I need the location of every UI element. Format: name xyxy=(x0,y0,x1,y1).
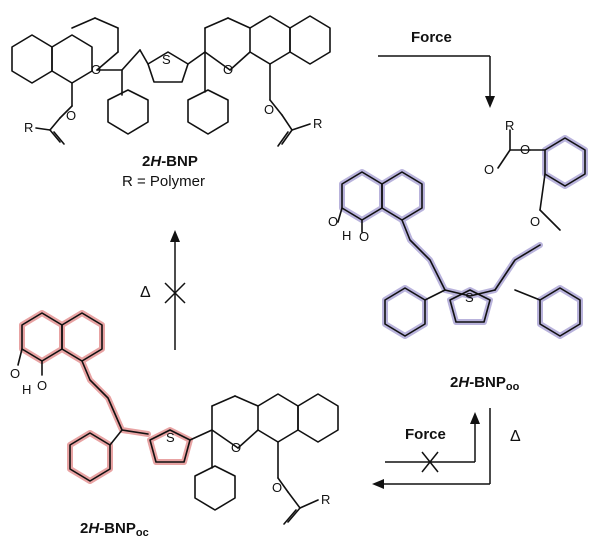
atom-label-o-oo-left: O xyxy=(328,214,339,229)
r-definition-label: R = Polymer xyxy=(122,173,205,190)
atom-label-r-oc: R xyxy=(321,492,331,507)
atom-label-o-oc-ester: O xyxy=(272,480,283,495)
force-label-top: Force xyxy=(411,29,452,46)
compound-label-2h-bnp: 2H-BNP xyxy=(142,153,198,170)
atom-label-o-top-ester-right: O xyxy=(264,102,275,117)
molecule-2h-bnp-oc xyxy=(17,310,339,525)
arrow-delta-right xyxy=(372,408,491,489)
atom-label-s-top: S xyxy=(162,52,171,67)
atom-label-s-oc: S xyxy=(166,430,175,445)
atom-label-s-oo: S xyxy=(465,290,474,305)
compound-label-2h-bnp-oc: 2H-BNPoc xyxy=(80,520,149,539)
atom-label-o-oc-pyran: O xyxy=(231,440,242,455)
atom-label-h-oo-left: H xyxy=(342,228,352,243)
atom-label-r-top-left: R xyxy=(24,120,34,135)
arrow-delta-left xyxy=(164,230,186,350)
force-label-bottom: Force xyxy=(405,426,446,443)
atom-label-o-oo-carbonyl: O xyxy=(359,229,370,244)
arrow-force-bottom-blocked xyxy=(385,412,480,473)
atom-label-o-oo-ester-1: O xyxy=(484,162,495,177)
atom-label-r-top-right: R xyxy=(313,116,323,131)
delta-label-left: Δ xyxy=(140,284,151,301)
arrow-force-top xyxy=(378,55,495,108)
atom-label-h-oc-left: H xyxy=(22,382,32,397)
atom-label-r-oo: R xyxy=(505,118,515,133)
atom-label-o-oc-carbonyl: O xyxy=(37,378,48,393)
atom-label-o-top-left: O xyxy=(91,62,102,77)
delta-label-right: Δ xyxy=(510,428,521,445)
atom-label-o-top-ester-left: O xyxy=(66,108,77,123)
atom-label-o-top-right: O xyxy=(223,62,234,77)
molecule-2h-bnp-oo xyxy=(337,129,588,339)
molecule-2h-bnp xyxy=(11,15,331,147)
atom-label-o-oo-right: O xyxy=(530,214,541,229)
compound-label-2h-bnp-oo: 2H-BNPoo xyxy=(450,374,520,393)
atom-label-o-oo-ester-2: O xyxy=(520,142,531,157)
atom-label-o-oc-left: O xyxy=(10,366,21,381)
